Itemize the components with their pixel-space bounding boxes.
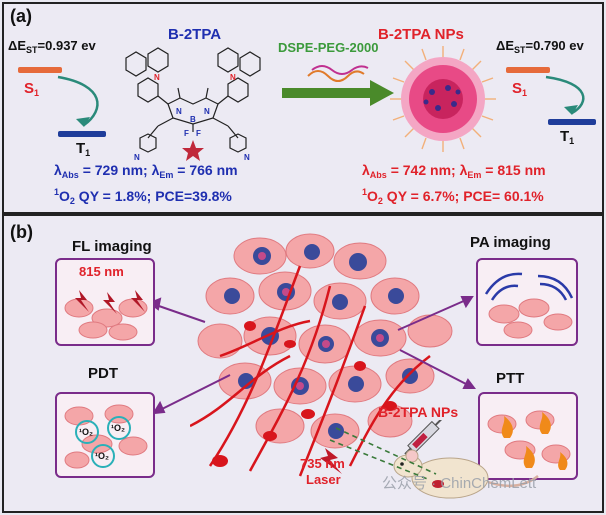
fl-wavelength: 815 nm bbox=[79, 264, 124, 279]
fl-imaging-box: 815 nm bbox=[55, 258, 155, 346]
svg-text:N: N bbox=[134, 153, 140, 162]
right-qy-pce: 1O2 QY = 6.7%; PCE= 60.1% bbox=[362, 187, 544, 206]
red-blood-cells bbox=[212, 321, 397, 467]
watermark: 公众号 · ChinChemLett bbox=[382, 475, 537, 492]
s1-label-right: S1 bbox=[512, 80, 528, 98]
pdt-title: PDT bbox=[88, 365, 118, 382]
panel-a-label: (a) bbox=[10, 6, 32, 26]
svg-text:N: N bbox=[154, 73, 160, 82]
arrow-head bbox=[370, 80, 394, 106]
svg-text:B: B bbox=[190, 115, 196, 124]
svg-text:¹O₂: ¹O₂ bbox=[79, 427, 93, 437]
isc-arrow-right bbox=[545, 75, 585, 115]
arrow-shaft bbox=[282, 88, 370, 98]
svg-text:N: N bbox=[230, 73, 236, 82]
panel-b-label: (b) bbox=[10, 222, 33, 242]
mouse-scene bbox=[393, 420, 539, 499]
left-delta-est: ΔEST=0.937 ev bbox=[8, 38, 96, 55]
delta-prefix: ΔE bbox=[8, 38, 27, 53]
svg-text:F: F bbox=[196, 129, 201, 138]
delta-sub: ST bbox=[26, 45, 38, 55]
t1-label-right: T1 bbox=[560, 128, 575, 146]
right-abs-em: λAbs = 742 nm; λEm = 815 nm bbox=[362, 162, 546, 180]
pa-imaging-title: PA imaging bbox=[470, 234, 551, 251]
laser-text: Laser bbox=[306, 472, 341, 487]
np-title: B-2TPA NPs bbox=[378, 26, 464, 43]
svg-text:N: N bbox=[204, 107, 210, 116]
laser-wavelength: 735 nm bbox=[300, 456, 345, 471]
flame-icon bbox=[501, 412, 568, 470]
ptt-title: PTT bbox=[496, 370, 525, 387]
svg-text:N: N bbox=[244, 153, 250, 162]
svg-text:N: N bbox=[176, 107, 182, 116]
svg-text:F: F bbox=[184, 129, 189, 138]
left-qy-pce: 1O2 QY = 1.8%; PCE=39.8% bbox=[54, 187, 232, 206]
lightning-icon bbox=[75, 290, 145, 314]
arrow-label: DSPE-PEG-2000 bbox=[278, 40, 379, 55]
left-energy-diagram bbox=[18, 67, 106, 137]
pa-imaging-box bbox=[476, 258, 578, 346]
fl-imaging-title: FL imaging bbox=[72, 238, 152, 255]
svg-text:¹O₂: ¹O₂ bbox=[111, 423, 125, 433]
right-delta-est: ΔEST=0.790 ev bbox=[496, 38, 584, 55]
singlet-oxygen-icon bbox=[75, 416, 131, 468]
molecule-title: B-2TPA bbox=[168, 26, 222, 43]
delta-value: =0.937 ev bbox=[37, 38, 96, 53]
peg-chain-pink bbox=[311, 65, 369, 75]
left-abs-em: λAbs = 729 nm; λEm = 766 nm bbox=[54, 162, 238, 180]
np-injection-label: B-2TPA NPs bbox=[378, 404, 459, 420]
peg-corona bbox=[390, 46, 496, 152]
star-icon bbox=[182, 140, 204, 161]
pdt-box: ¹O₂ ¹O₂ ¹O₂ bbox=[55, 392, 155, 478]
s1-label-left: S1 bbox=[24, 80, 40, 98]
isc-arrow-left bbox=[57, 75, 99, 127]
panel-a-frame bbox=[2, 2, 604, 214]
t1-level-right bbox=[548, 119, 596, 125]
tpa-ring bbox=[125, 51, 147, 77]
t1-level-left bbox=[58, 131, 106, 137]
nanoparticle bbox=[390, 46, 496, 152]
ptt-box bbox=[478, 392, 578, 480]
assembly-arrow bbox=[282, 65, 394, 106]
acoustic-wave-icon bbox=[484, 272, 574, 301]
right-energy-diagram bbox=[506, 67, 596, 125]
s1-level-left bbox=[18, 67, 62, 73]
peg-chain-orange bbox=[307, 70, 365, 82]
molecule-structure: N N B F F N N N N bbox=[125, 47, 261, 162]
t1-label-left: T1 bbox=[76, 140, 91, 158]
s1-level-right bbox=[506, 67, 550, 73]
svg-text:¹O₂: ¹O₂ bbox=[95, 451, 109, 461]
